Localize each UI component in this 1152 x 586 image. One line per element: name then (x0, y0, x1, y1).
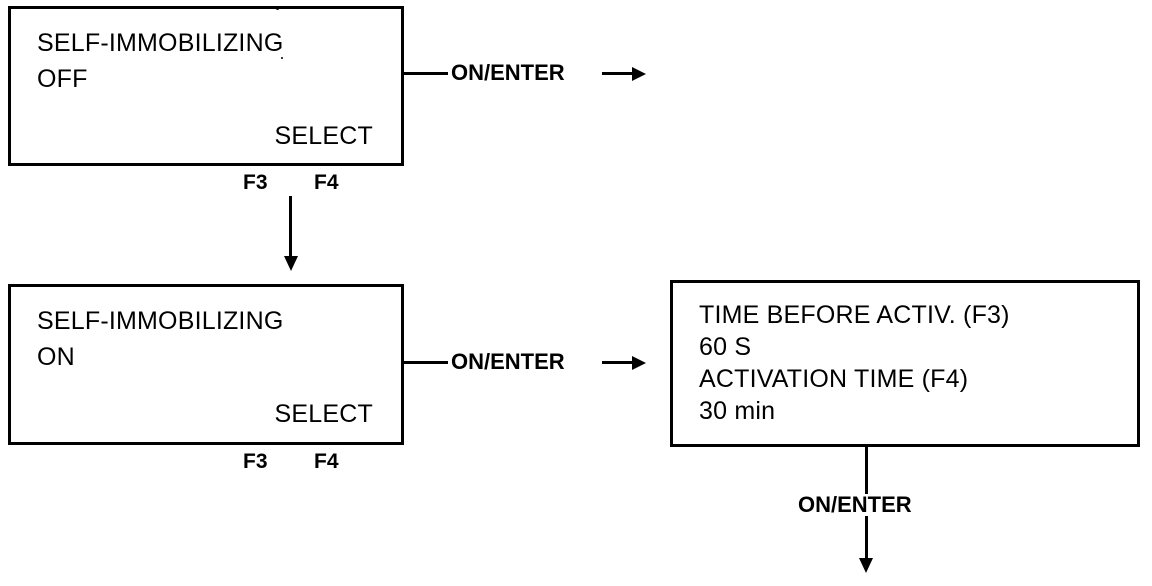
screen-line-time-before-activ-value: 60 S (699, 333, 752, 361)
screen-line-title: SELF-IMMOBILIZING (37, 29, 284, 57)
screen-line-state: OFF (37, 65, 88, 93)
screen-softkey-select[interactable]: SELECT (274, 400, 373, 428)
screen-box-self-immobilizing-off: SELF-IMMOBILIZING OFF SELECT (8, 6, 404, 166)
screen-box-activation-timers: TIME BEFORE ACTIV. (F3) 60 S ACTIVATION … (670, 280, 1140, 447)
edge-off-right-label: ON/ENTER (448, 62, 568, 84)
scan-speck (276, 7, 279, 10)
scan-speck (281, 57, 283, 59)
function-key-f4-box1[interactable]: F4 (314, 171, 339, 194)
screen-line-state: ON (37, 343, 75, 371)
edge-off-right-arrowhead (632, 67, 646, 81)
edge-on-to-timers-label: ON/ENTER (448, 351, 568, 373)
function-key-f3-box2[interactable]: F3 (243, 450, 268, 473)
function-key-f3-box1[interactable]: F3 (243, 171, 268, 194)
screen-line-time-before-activ: TIME BEFORE ACTIV. (F3) (699, 301, 1010, 329)
screen-line-activation-time: ACTIVATION TIME (F4) (699, 365, 969, 393)
edge-off-right-line (404, 72, 448, 75)
screen-softkey-select[interactable]: SELECT (274, 122, 373, 150)
edge-on-to-timers-arrowhead (632, 356, 646, 370)
screen-line-title: SELF-IMMOBILIZING (37, 307, 284, 335)
edge-on-to-timers-line2 (602, 361, 634, 364)
edge-off-to-on-arrowhead (284, 256, 298, 271)
screen-line-activation-time-value: 30 min (699, 397, 776, 425)
edge-timers-down-label: ON/ENTER (795, 494, 915, 516)
edge-timers-down-arrowhead (859, 558, 873, 573)
edge-on-to-timers-line (404, 361, 448, 364)
edge-off-right-line2 (602, 72, 634, 75)
edge-off-to-on-line (289, 196, 292, 260)
function-key-f4-box2[interactable]: F4 (314, 450, 339, 473)
screen-box-self-immobilizing-on: SELF-IMMOBILIZING ON SELECT (8, 284, 404, 445)
